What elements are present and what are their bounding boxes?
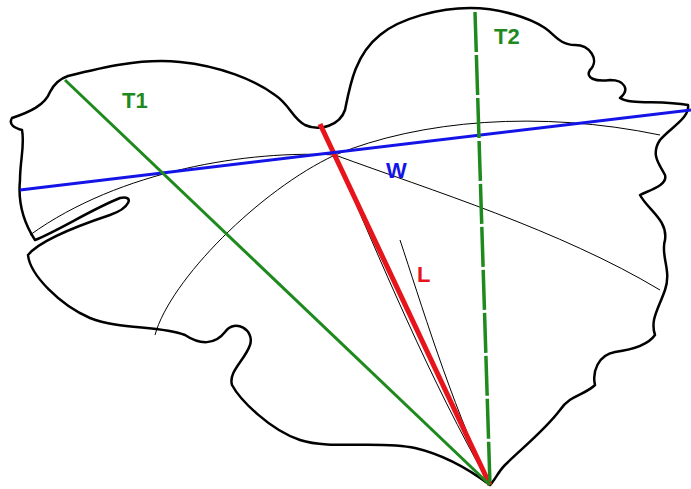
t1-line [65, 80, 490, 485]
tooth-label: T2 [492, 26, 522, 48]
tooth-label: T1 [120, 90, 150, 112]
leaf-veins [30, 121, 660, 485]
t2-line [475, 12, 490, 485]
width-line [20, 110, 691, 190]
width-label: W [384, 160, 409, 182]
length-label: L [415, 264, 432, 286]
leaf-outline [11, 8, 688, 485]
length-line [320, 124, 490, 485]
